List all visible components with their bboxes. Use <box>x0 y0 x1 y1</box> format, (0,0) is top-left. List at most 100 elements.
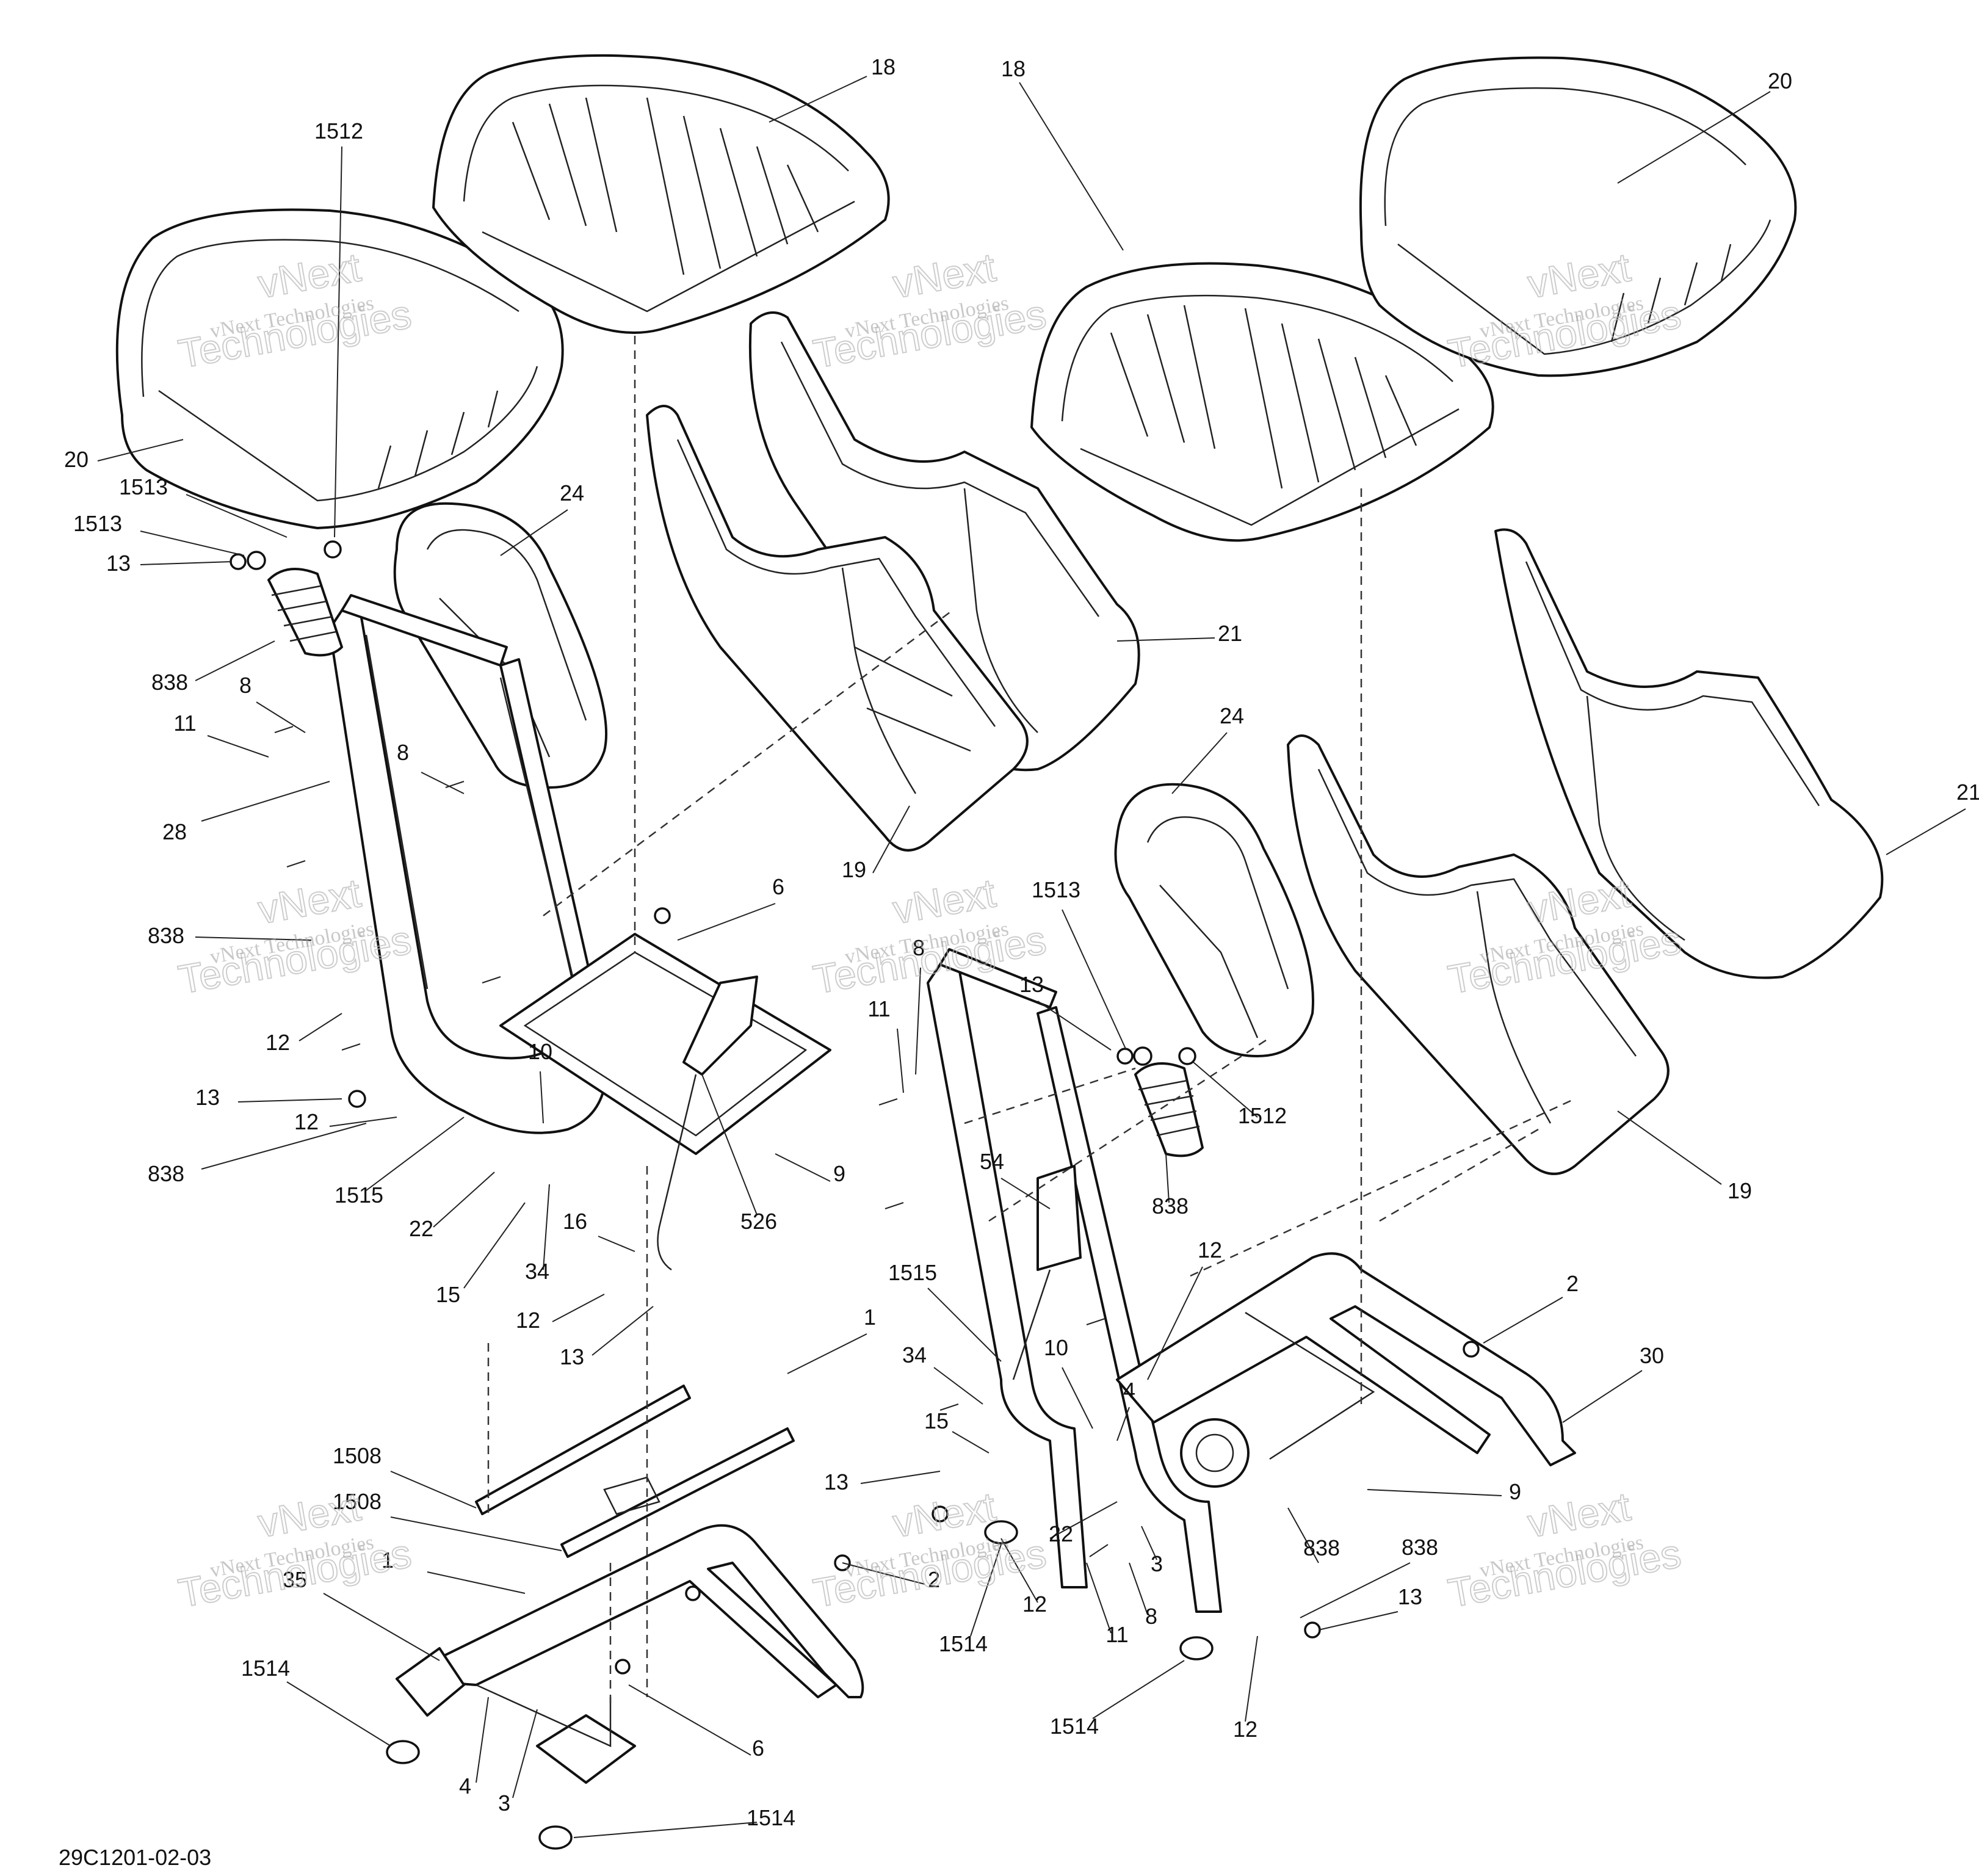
callout-label-c-838-d: 838 <box>1152 1193 1188 1219</box>
callout-label-c-28: 28 <box>162 819 187 844</box>
seatback-pad-24-right <box>1114 783 1314 1057</box>
leader-line-c-18-b <box>1019 82 1124 251</box>
leader-line-c-16 <box>598 1236 635 1252</box>
leader-line-c-2-b <box>842 1562 925 1585</box>
leader-line-c-1-a <box>787 1333 867 1374</box>
leader-line-c-2-a <box>1483 1297 1563 1344</box>
leader-line-c-13-a <box>140 561 233 565</box>
callout-label-c-8-a: 8 <box>239 673 251 698</box>
callout-label-c-16: 16 <box>563 1209 587 1234</box>
leader-line-c-35 <box>323 1593 440 1661</box>
seat-base-18-right <box>1030 262 1494 542</box>
callout-label-c-1-b: 1 <box>382 1548 394 1573</box>
callout-label-c-24-b: 24 <box>1220 703 1244 728</box>
leader-line-c-11-a <box>207 735 269 758</box>
leader-line-c-13-f <box>1318 1611 1398 1631</box>
leader-line-c-3-a <box>1141 1526 1157 1560</box>
leader-line-c-6-a <box>677 903 776 941</box>
leader-line-c-1513-c <box>1062 909 1127 1051</box>
leader-line-c-8-a <box>256 701 306 733</box>
leader-line-c-12-e <box>1000 1538 1038 1603</box>
callout-label-c-838-f: 838 <box>1402 1535 1438 1560</box>
callout-label-c-34-b: 34 <box>902 1342 927 1367</box>
leader-line-c-12-f <box>1245 1635 1258 1722</box>
callout-label-c-1513-c: 1513 <box>1032 877 1080 902</box>
callout-label-c-838-e: 838 <box>1303 1535 1340 1560</box>
callout-label-c-4-b: 4 <box>459 1773 471 1798</box>
callout-label-c-8-c: 8 <box>913 935 925 960</box>
callout-label-c-9-b: 9 <box>1509 1479 1521 1504</box>
leader-line-c-8-c <box>915 967 921 1075</box>
seat-base-tray-left <box>499 933 831 1155</box>
callout-leaders <box>97 76 1966 1838</box>
leader-line-c-22-a <box>433 1172 495 1228</box>
leader-line-c-34-b <box>933 1367 983 1405</box>
callout-label-c-13-f: 13 <box>1398 1584 1422 1609</box>
leader-line-c-4-b <box>476 1697 489 1783</box>
leader-line-c-1508-b <box>390 1516 562 1551</box>
callout-label-c-13-b: 13 <box>1019 972 1044 997</box>
leader-line-c-526 <box>701 1074 758 1215</box>
callout-label-c-11-b: 11 <box>867 996 890 1021</box>
callout-label-c-1515-a: 1515 <box>335 1182 383 1208</box>
seat-cushion-20-left <box>115 208 564 529</box>
leader-line-c-838-d <box>1165 1153 1170 1203</box>
callout-label-c-838-b: 838 <box>148 923 184 948</box>
callout-label-c-19-a: 19 <box>842 857 866 882</box>
leader-line-c-13-b <box>1037 1001 1112 1051</box>
leader-line-c-3-b <box>512 1709 538 1798</box>
leader-line-c-1513-b <box>140 531 245 556</box>
callout-label-c-12-c: 12 <box>516 1308 540 1333</box>
seat-shell-21-left <box>748 311 1140 772</box>
leader-line-c-13-c <box>237 1098 342 1103</box>
diagram-code: 29C1201-02-03 <box>59 1845 211 1870</box>
callout-label-c-21-b: 21 <box>1956 780 1979 805</box>
leader-line-c-12-a <box>298 1013 342 1041</box>
callout-label-c-21-a: 21 <box>1218 621 1242 646</box>
callout-label-c-1-a: 1 <box>864 1305 876 1330</box>
callout-label-c-12-d: 12 <box>1198 1237 1222 1262</box>
leader-line-c-11-b <box>897 1028 904 1093</box>
leader-line-c-22-b <box>1049 1501 1118 1539</box>
callout-label-c-13-d: 13 <box>560 1344 584 1369</box>
seat-back-19-left <box>646 405 1029 852</box>
callout-label-c-1514-a: 1514 <box>939 1631 988 1656</box>
callout-label-c-18-a: 18 <box>871 54 895 79</box>
callout-label-c-1513-a: 1513 <box>119 474 168 499</box>
callout-label-c-22-a: 22 <box>409 1216 433 1241</box>
callout-label-c-526: 526 <box>740 1209 777 1234</box>
leader-line-c-13-d <box>592 1306 654 1356</box>
leader-line-c-1514-a <box>970 1544 1002 1637</box>
callout-label-c-30: 30 <box>1640 1343 1664 1368</box>
callout-label-c-15-b: 15 <box>924 1408 949 1433</box>
callout-label-c-1508-a: 1508 <box>333 1443 382 1468</box>
callout-label-c-12-f: 12 <box>1233 1717 1257 1742</box>
bumpers-1514 <box>386 1520 1214 1850</box>
callout-label-c-24-a: 24 <box>560 480 584 505</box>
leader-line-c-838-b <box>195 936 312 941</box>
callout-label-c-3-a: 3 <box>1151 1551 1163 1576</box>
callout-label-c-15-a: 15 <box>436 1282 460 1307</box>
seat-base-18-left <box>432 54 890 334</box>
leader-line-c-20-a <box>1617 91 1771 184</box>
leader-line-c-21-b <box>1886 808 1966 855</box>
callout-label-c-35: 35 <box>283 1567 307 1592</box>
callout-label-c-2-b: 2 <box>928 1567 940 1592</box>
callout-label-c-1515-b: 1515 <box>888 1260 937 1285</box>
callout-label-c-1512-a: 1512 <box>314 118 363 143</box>
leader-line-c-15-a <box>463 1202 526 1289</box>
callout-label-c-54: 54 <box>980 1149 1004 1174</box>
seat-cushion-20-right <box>1359 56 1797 377</box>
callout-label-c-18-b: 18 <box>1001 56 1026 81</box>
leader-line-c-21-a <box>1116 637 1215 642</box>
leader-line-c-10-b <box>1062 1367 1093 1429</box>
leader-line-c-13-e <box>860 1471 941 1484</box>
leader-line-c-4-a <box>1116 1407 1130 1441</box>
leader-line-c-1514-d <box>573 1822 758 1838</box>
callout-label-c-13-e: 13 <box>824 1469 848 1494</box>
callout-label-c-1512-b: 1512 <box>1238 1103 1287 1128</box>
leader-line-c-9-b <box>1367 1489 1502 1496</box>
leader-line-c-1512-a <box>334 146 342 538</box>
